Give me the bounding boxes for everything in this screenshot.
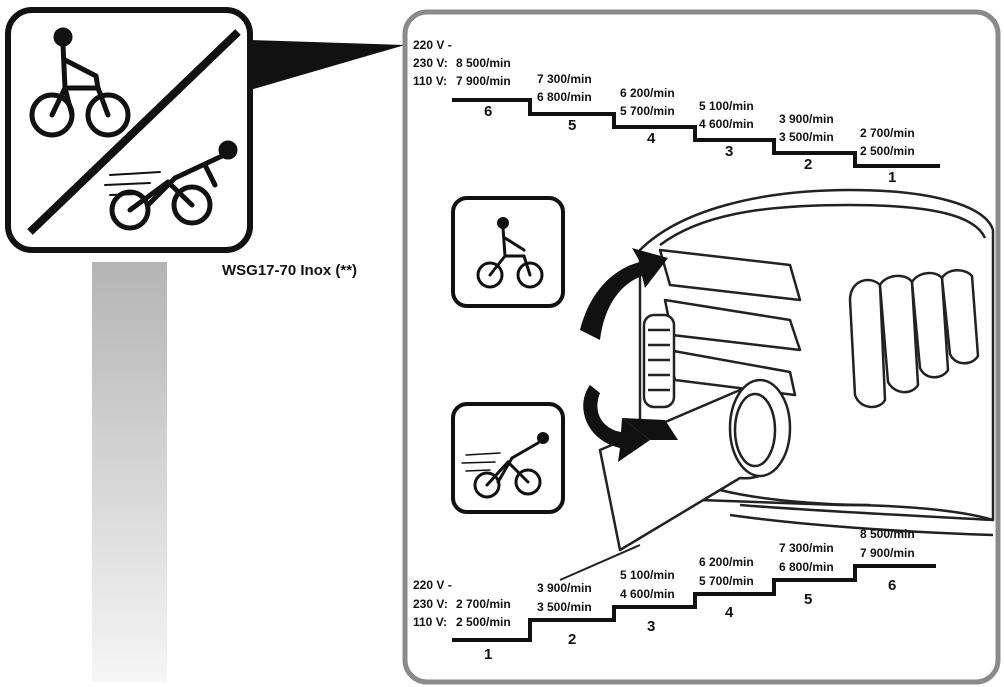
rpm-low: 4 600/min [620,587,675,601]
slow-cyclist-icon [29,27,131,138]
rpm-high: 7 300/min [779,541,834,555]
slow-mode-icon [451,196,565,308]
speed-dial-icon [5,7,253,253]
rpm-low: 5 700/min [620,104,675,118]
callout-pointer [250,40,405,90]
gradient-bar [92,262,167,682]
fast-mode-icon [451,402,565,514]
step-number: 6 [888,577,897,594]
step-number: 3 [647,618,656,635]
voltage-label: 110 V: [413,74,448,88]
step-number: 4 [647,130,656,147]
rotate-down-arrow [583,385,678,462]
rpm-low: 2 500/min [860,144,915,158]
rpm-low: 7 900/min [456,74,511,88]
voltage-label: 110 V: [413,615,448,629]
rotate-up-arrow [580,248,668,340]
rpm-low: 4 600/min [699,117,754,131]
voltage-label: 230 V: [413,597,448,611]
model-label: WSG17-70 Inox (**) [222,262,358,279]
rpm-high: 5 100/min [699,99,754,113]
rpm-high: 3 900/min [537,581,592,595]
rpm-high: 2 700/min [456,597,511,611]
rpm-low: 3 500/min [779,130,834,144]
step-number: 5 [804,591,813,608]
step-number: 6 [484,103,493,120]
rpm-high: 7 300/min [537,72,592,86]
fast-cyclist-icon [104,140,238,231]
rpm-high: 6 200/min [620,86,675,100]
step-number: 3 [725,143,734,160]
rpm-low: 7 900/min [860,546,915,560]
step-number: 2 [568,631,577,648]
bottom-staircase [452,564,936,642]
rpm-high: 3 900/min [779,112,834,126]
rpm-low: 6 800/min [779,560,834,574]
grinder-illustration [559,188,995,581]
rpm-high: 2 700/min [860,126,915,140]
step-number: 1 [888,169,897,186]
step-number: 1 [484,646,493,663]
voltage-label: 220 V - [413,578,452,592]
rpm-low: 6 800/min [537,90,592,104]
rpm-high: 6 200/min [699,555,754,569]
step-number: 5 [568,117,577,134]
rpm-low: 3 500/min [537,600,592,614]
rpm-high: 8 500/min [456,56,511,70]
rpm-low: 2 500/min [456,615,511,629]
step-number: 4 [725,604,734,621]
rpm-high: 8 500/min [860,527,915,541]
rpm-high: 5 100/min [620,568,675,582]
voltage-label: 220 V - [413,38,452,52]
step-number: 2 [804,156,813,173]
top-staircase [452,98,940,168]
voltage-label: 230 V: [413,56,448,70]
rpm-low: 5 700/min [699,574,754,588]
